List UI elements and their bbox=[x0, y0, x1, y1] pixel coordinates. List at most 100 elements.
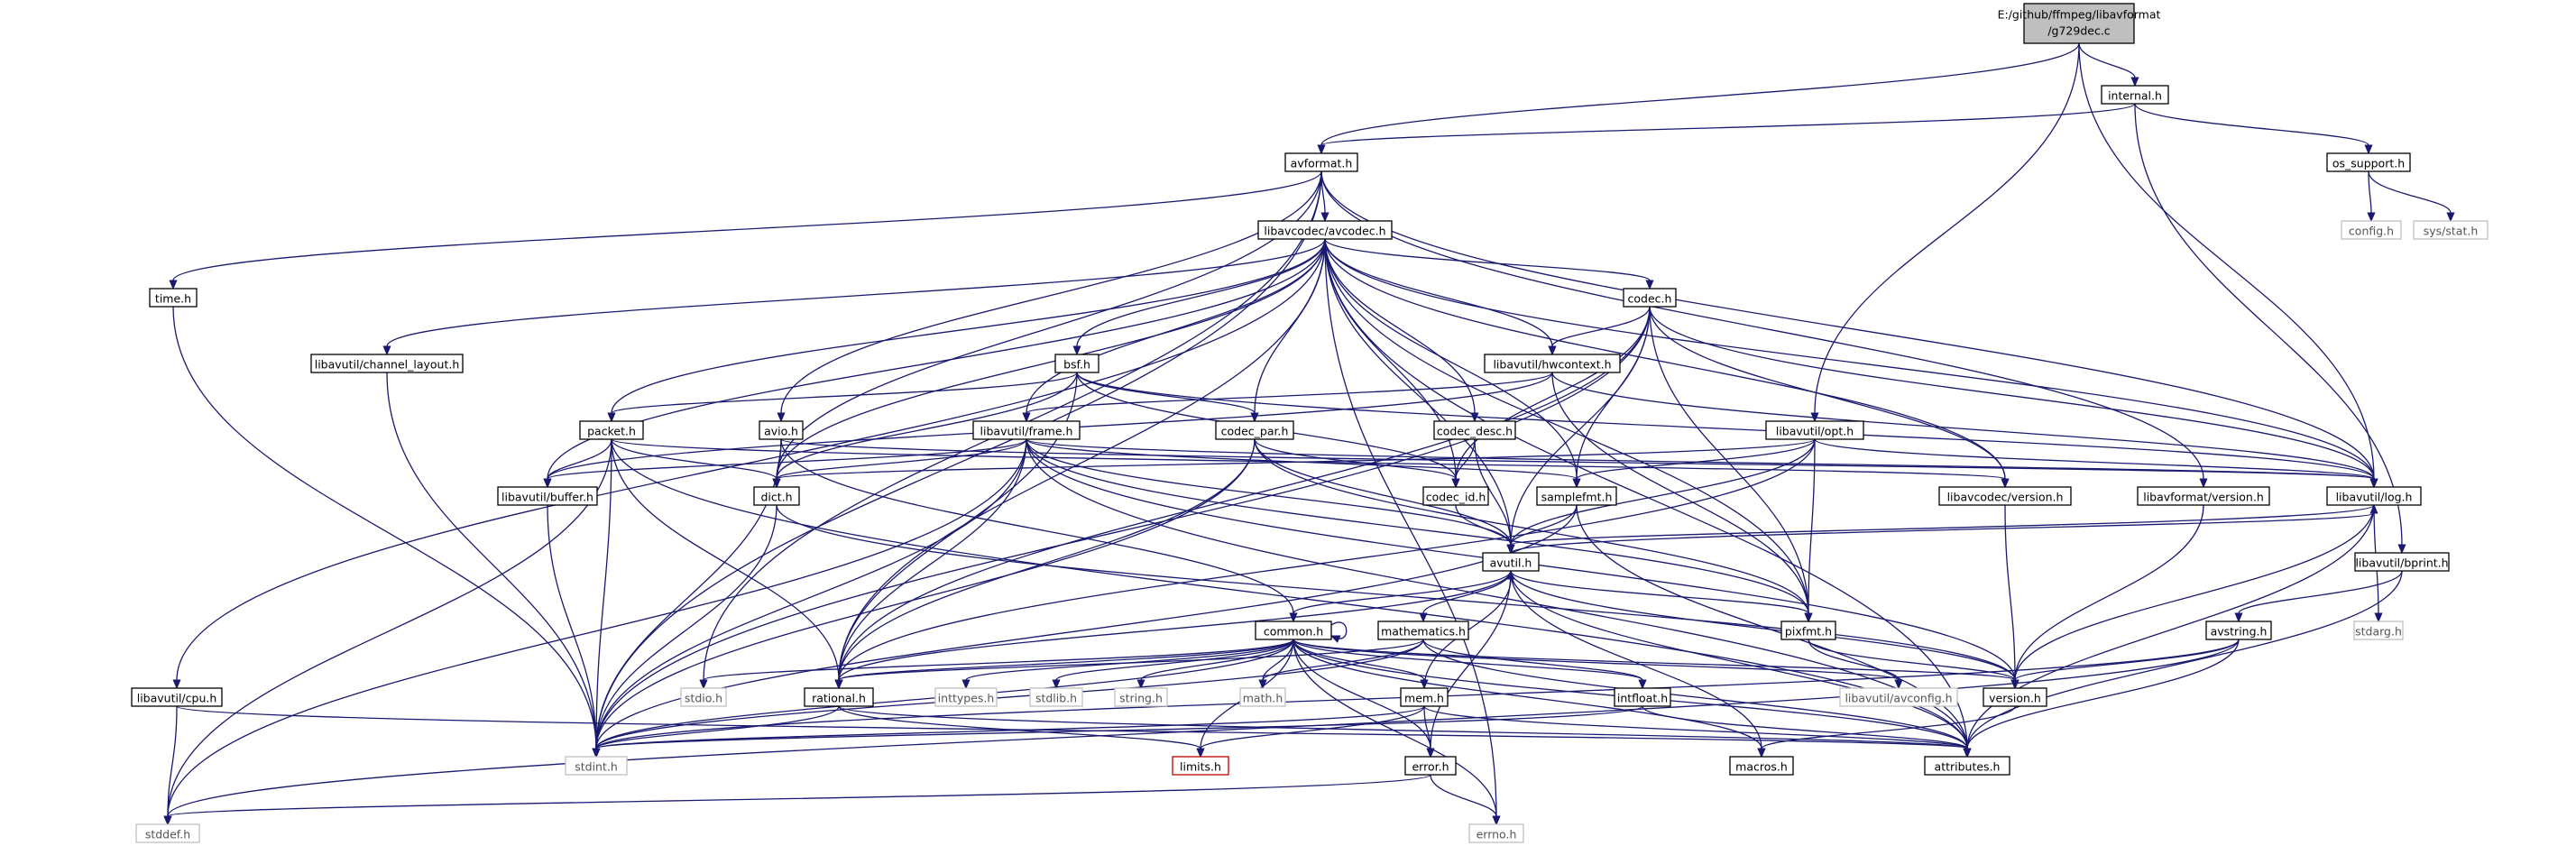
edge-line bbox=[1324, 238, 1651, 281]
edge-arrowhead bbox=[1757, 748, 1766, 758]
edge-line bbox=[1455, 438, 1476, 480]
edge-internal-to-bprint bbox=[2134, 103, 2406, 555]
node-hwcontext[interactable]: libavutil/hwcontext.h bbox=[1484, 354, 1621, 373]
edge-line bbox=[547, 238, 1326, 480]
node-pixfmt[interactable]: pixfmt.h bbox=[1780, 621, 1836, 640]
node-samplefmt[interactable]: samplefmt.h bbox=[1536, 486, 1617, 506]
edge-cpu-to-stddef bbox=[163, 705, 178, 826]
node-box bbox=[1623, 288, 1677, 308]
edge-line bbox=[2078, 42, 2375, 480]
node-label: macros.h bbox=[1735, 760, 1788, 774]
node-root[interactable]: E:/github/ffmpeg/libavformat/g729dec.c bbox=[1998, 3, 2161, 44]
node-codec-desc[interactable]: codec_desc.h bbox=[1433, 420, 1516, 440]
node-error[interactable]: error.h bbox=[1404, 756, 1457, 776]
edge-line bbox=[1200, 705, 1425, 749]
node-intfloat[interactable]: intfloat.h bbox=[1614, 687, 1671, 707]
node-dict[interactable]: dict.h bbox=[753, 486, 800, 506]
node-avbuffer[interactable]: libavutil/buffer.h bbox=[497, 486, 598, 506]
node-avstring[interactable]: avstring.h bbox=[2205, 621, 2272, 640]
edge-codec-to-hwcontext bbox=[1548, 306, 1651, 356]
node-string: string.h bbox=[1114, 687, 1168, 707]
edge-line bbox=[1324, 238, 1809, 614]
node-codec-par[interactable]: codec_par.h bbox=[1215, 420, 1294, 440]
node-label: libavformat/version.h bbox=[2143, 491, 2264, 504]
edge-codec-to-avcversion bbox=[1649, 306, 2010, 489]
node-channel-layout[interactable]: libavutil/channel_layout.h bbox=[310, 354, 464, 373]
edge-arrowhead bbox=[1548, 345, 1557, 356]
node-macros[interactable]: macros.h bbox=[1729, 756, 1794, 776]
edge-line bbox=[167, 774, 1431, 817]
node-opt[interactable]: libavutil/opt.h bbox=[1765, 420, 1864, 440]
edge-arrowhead bbox=[2364, 144, 2373, 155]
node-version[interactable]: version.h bbox=[1983, 687, 2047, 707]
node-label: intfloat.h bbox=[1617, 692, 1668, 705]
edge-arrowhead bbox=[543, 478, 552, 489]
node-bsf[interactable]: bsf.h bbox=[1054, 354, 1099, 373]
node-label: libavcodec/version.h bbox=[1947, 491, 2064, 504]
node-cpu[interactable]: libavutil/cpu.h bbox=[131, 687, 223, 707]
node-stdio: stdio.h bbox=[680, 687, 727, 707]
node-label: libavutil/hwcontext.h bbox=[1493, 358, 1611, 372]
edge-line bbox=[1510, 512, 2375, 554]
node-rational[interactable]: rational.h bbox=[804, 687, 874, 707]
node-box bbox=[310, 354, 464, 373]
edge-line bbox=[1026, 238, 1326, 414]
node-limits[interactable]: limits.h bbox=[1172, 756, 1229, 776]
node-time[interactable]: time.h bbox=[149, 288, 198, 308]
edge-arrowhead bbox=[777, 412, 786, 423]
node-mathematics[interactable]: mathematics.h bbox=[1377, 621, 1469, 640]
node-box bbox=[1924, 756, 2010, 776]
node-attributes[interactable]: attributes.h bbox=[1924, 756, 2010, 776]
node-lavfversion[interactable]: libavformat/version.h bbox=[2137, 486, 2270, 506]
node-box bbox=[1257, 220, 1393, 240]
node-avio[interactable]: avio.h bbox=[759, 420, 804, 440]
edge-os_support-to-config bbox=[2367, 170, 2376, 223]
node-label: attributes.h bbox=[1935, 760, 2001, 774]
node-box bbox=[2023, 3, 2135, 44]
edge-line bbox=[838, 438, 1256, 681]
edge-channel_layout-to-stdint bbox=[386, 372, 601, 758]
node-box bbox=[2341, 220, 2402, 240]
node-label: packet.h bbox=[587, 425, 636, 438]
edge-arrowhead bbox=[1963, 748, 1972, 758]
edge-common-to-common bbox=[1329, 621, 1348, 643]
node-packet[interactable]: packet.h bbox=[579, 420, 644, 440]
edge-line bbox=[1510, 570, 1762, 749]
node-bprint[interactable]: libavutil/bprint.h bbox=[2354, 552, 2450, 572]
edge-line bbox=[838, 639, 1424, 681]
node-avutil[interactable]: avutil.h bbox=[1482, 552, 1540, 572]
edge-arrowhead bbox=[607, 412, 616, 423]
edge-line bbox=[167, 438, 612, 817]
node-box bbox=[1172, 756, 1229, 776]
edge-line bbox=[838, 705, 1968, 749]
node-codec[interactable]: codec.h bbox=[1623, 288, 1677, 308]
edge-line bbox=[2134, 103, 2403, 546]
node-label: pixfmt.h bbox=[1785, 625, 1832, 639]
node-common[interactable]: common.h bbox=[1255, 621, 1332, 640]
edge-line bbox=[1076, 372, 2375, 480]
node-avformat[interactable]: avformat.h bbox=[1284, 152, 1358, 172]
edge-arrowhead bbox=[1052, 679, 1061, 690]
edge-samplefmt-to-attributes bbox=[1576, 504, 1972, 758]
node-internal[interactable]: internal.h bbox=[2101, 85, 2169, 105]
node-avcodec[interactable]: libavcodec/avcodec.h bbox=[1257, 220, 1393, 240]
edge-line bbox=[386, 238, 1326, 347]
node-label: samplefmt.h bbox=[1541, 491, 1613, 504]
edge-line bbox=[1254, 438, 1457, 480]
node-mem[interactable]: mem.h bbox=[1400, 687, 1449, 707]
edge-line bbox=[547, 438, 612, 480]
edge-line bbox=[595, 705, 1643, 749]
edge-line bbox=[776, 438, 1027, 480]
node-avcversion[interactable]: libavcodec/version.h bbox=[1938, 486, 2072, 506]
edge-line bbox=[2368, 170, 2452, 214]
node-label: libavutil/frame.h bbox=[980, 425, 1073, 438]
node-log[interactable]: libavutil/log.h bbox=[2326, 486, 2422, 506]
edge-line bbox=[1649, 306, 2006, 480]
edge-line bbox=[1026, 438, 1809, 614]
node-codec-id[interactable]: codec_id.h bbox=[1422, 486, 1489, 506]
node-label: stddef.h bbox=[145, 828, 190, 841]
node-frame[interactable]: libavutil/frame.h bbox=[972, 420, 1081, 440]
node-os-support[interactable]: os_support.h bbox=[2326, 152, 2411, 172]
edge-avcodec-to-codec bbox=[1324, 238, 1654, 290]
